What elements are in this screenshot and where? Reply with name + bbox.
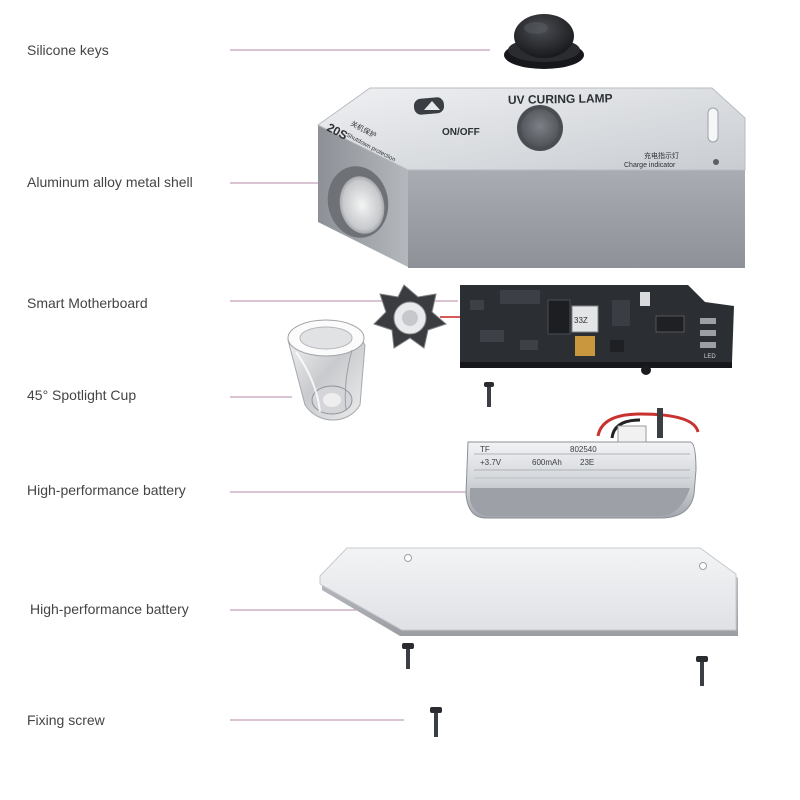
pcb-led-label: LED — [704, 354, 716, 360]
device-title: UV CURING LAMP — [508, 91, 613, 107]
screw-icon — [402, 643, 414, 669]
screw-icon — [430, 707, 442, 737]
device-on-off-label: ON/OFF — [442, 127, 480, 138]
device-charge-cn: 充电指示灯 — [644, 151, 679, 160]
battery-capacity: 600mAh — [532, 458, 562, 467]
bottom-plate-part — [319, 547, 738, 636]
screw-icon — [696, 656, 708, 686]
label-smart-motherboard: Smart Motherboard — [27, 295, 148, 311]
silicone-key-part — [504, 14, 584, 69]
battery-voltage: +3.7V — [480, 458, 502, 467]
label-fixing-screw: Fixing screw — [27, 712, 105, 728]
battery-part — [465, 408, 700, 519]
screw-icon — [484, 382, 494, 407]
leader-lines — [230, 49, 490, 721]
spotlight-cup-part — [287, 319, 366, 421]
battery-model: 802540 — [570, 445, 597, 454]
motherboard-part — [460, 285, 734, 375]
battery-rating: 23E — [580, 458, 594, 467]
aluminum-shell-part — [317, 87, 746, 268]
label-silicone-keys: Silicone keys — [27, 42, 109, 58]
star-led-part — [373, 284, 462, 349]
label-spotlight-cup: 45° Spotlight Cup — [27, 387, 137, 403]
device-charge-en: Charge indicator — [624, 162, 676, 169]
label-battery: High-performance battery — [27, 482, 186, 498]
label-bottom-plate: High-performance battery — [30, 601, 189, 617]
battery-brand: TF — [480, 445, 490, 454]
pcb-chip-label: 33Z — [574, 316, 588, 325]
label-aluminum-shell: Aluminum alloy metal shell — [27, 174, 193, 190]
